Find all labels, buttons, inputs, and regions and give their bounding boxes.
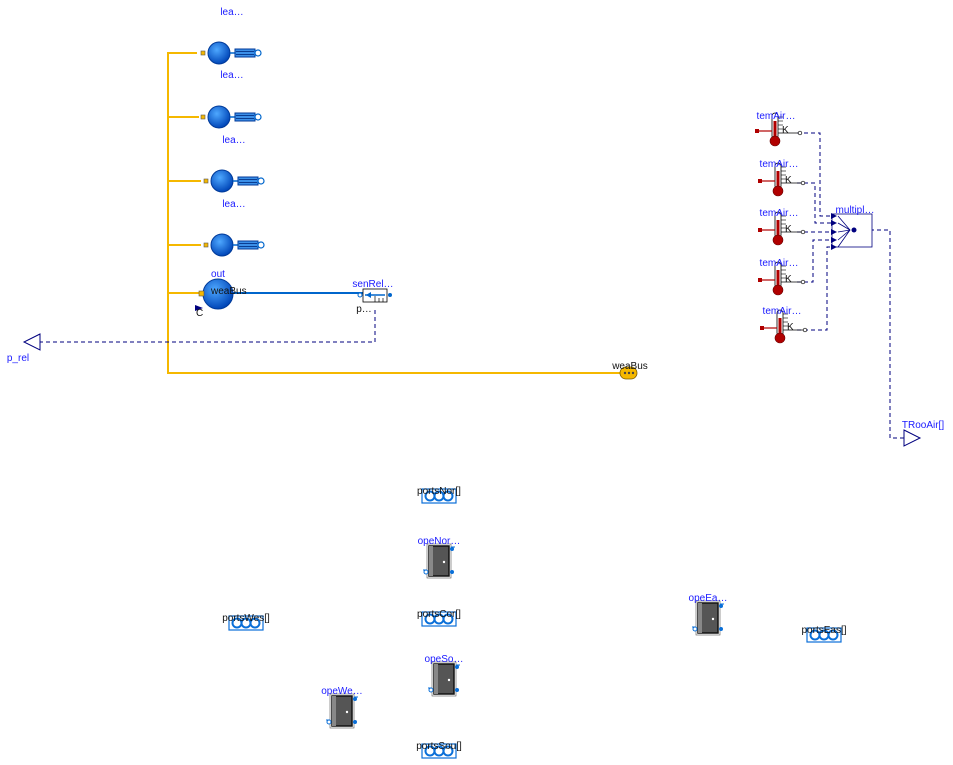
leak-source-3[interactable] (203, 169, 265, 193)
leak-label-top: lea… (220, 7, 243, 18)
ports-core-label: portsCor[] (417, 609, 461, 620)
temp-sensor-label-3: temAir… (760, 208, 799, 219)
outdoor-bus-label: weaBus (210, 286, 247, 297)
outdoor-label: out (211, 269, 225, 280)
opening-south-label: opeSo… (425, 654, 464, 665)
ports-west-label: portsWes[] (222, 613, 270, 624)
opening-north-door[interactable] (422, 543, 456, 579)
multiplexer-block[interactable] (831, 213, 873, 250)
room-air-temperature-output-triangle[interactable] (903, 429, 922, 447)
leak-source-1[interactable] (200, 41, 262, 65)
outdoor-boundary[interactable] (195, 278, 234, 311)
opening-east-door[interactable] (691, 600, 725, 636)
temp-sensor-label-5: temAir… (763, 306, 802, 317)
leak-source-2[interactable] (200, 105, 262, 129)
kelvin-unit-1: K (782, 125, 789, 136)
temp-sensor-label-4: temAir… (760, 258, 799, 269)
signal-connections (40, 132, 904, 439)
opening-south-door[interactable] (427, 661, 461, 697)
temp-sensor-label-2: temAir… (760, 159, 799, 170)
weather-bus-label: weaBus (611, 361, 648, 372)
leak-label-3: lea… (222, 199, 245, 210)
sensor-output-label: p… (356, 304, 372, 315)
kelvin-unit-2: K (785, 175, 792, 186)
p-rel-label: p_rel (7, 353, 29, 364)
leak-label-2: lea… (222, 135, 245, 146)
relative-pressure-sensor[interactable] (357, 288, 392, 303)
temp-sensor-label-1: temAir… (757, 111, 796, 122)
weather-bus-connections (167, 52, 628, 374)
kelvin-unit-4: K (785, 274, 792, 285)
ports-south-label: portsSou[] (416, 741, 462, 752)
outdoor-c-label: C (196, 308, 203, 319)
leak-label-1: lea… (220, 70, 243, 81)
opening-west-door[interactable] (325, 693, 359, 729)
ports-north-label: portsNor[] (417, 486, 461, 497)
opening-east-label: opeEa… (689, 593, 728, 604)
room-air-temperature-label: TRooAir[] (902, 420, 944, 431)
opening-west-label: opeWe… (321, 686, 363, 697)
multiplexer-label: multipl… (836, 205, 875, 216)
kelvin-unit-5: K (787, 322, 794, 333)
sensor-label: senRel… (352, 279, 393, 290)
leak-source-4[interactable] (203, 233, 265, 257)
weather-bus-connector[interactable] (619, 366, 638, 380)
kelvin-unit-3: K (785, 224, 792, 235)
ports-east-label: portsEas[] (801, 625, 846, 636)
p-rel-output-triangle[interactable] (22, 333, 41, 351)
opening-north-label: opeNor… (418, 536, 461, 547)
